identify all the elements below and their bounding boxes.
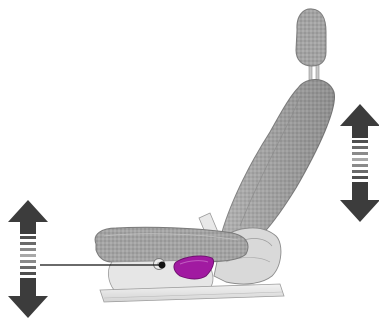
callout-dot [159, 262, 166, 269]
headrest [296, 9, 326, 66]
up-down-arrow-icon [340, 104, 379, 222]
seat-cushion [95, 227, 248, 262]
seat [95, 9, 334, 302]
up-down-arrow-icon [8, 200, 48, 318]
